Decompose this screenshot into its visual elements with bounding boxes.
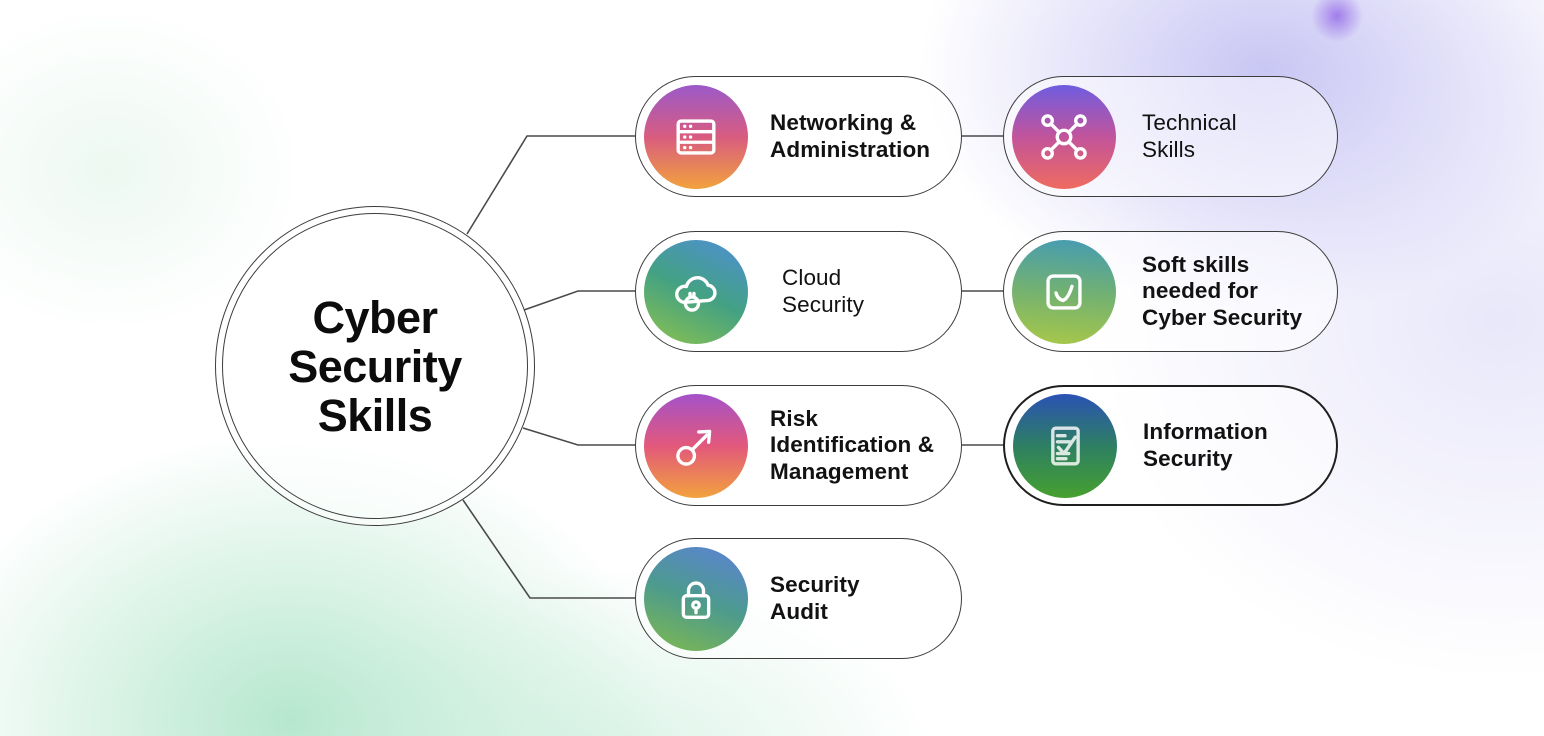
checkbox-check-icon [1012, 239, 1116, 344]
connector-hub-audit [462, 499, 636, 599]
node-label-networking: Networking & Administration [770, 110, 931, 162]
node-label-technical: Technical Skills [1142, 110, 1237, 162]
document-check-icon [1013, 393, 1117, 498]
node-networking-administration: Networking & Administration [635, 76, 962, 197]
hub-circle: Cyber Security Skills [215, 206, 535, 526]
arrow-up-right-icon [644, 393, 748, 498]
server-rack-icon [644, 84, 748, 189]
node-security-audit: Security Audit [635, 538, 962, 659]
node-label-information: Information Security [1143, 419, 1268, 471]
diagram-title: Cyber Security Skills [288, 291, 462, 441]
node-label-soft-skills: Soft skills needed for Cyber Security [1142, 251, 1303, 330]
node-soft-skills: Soft skills needed for Cyber Security [1003, 231, 1338, 352]
connector-hub-cloud [523, 290, 636, 311]
cloud-lock-icon [644, 239, 748, 344]
node-information-security: Information Security [1003, 385, 1338, 506]
node-label-risk: Risk Identification & Management [770, 405, 935, 484]
node-label-audit: Security Audit [770, 572, 860, 624]
hub-inner-ring: Cyber Security Skills [222, 213, 528, 519]
node-risk-identification: Risk Identification & Management [635, 385, 962, 506]
connector-hub-risk [522, 427, 636, 446]
node-cloud-security: Cloud Security [635, 231, 962, 352]
connector-hub-networking [466, 135, 636, 235]
padlock-icon [644, 546, 748, 651]
node-label-cloud: Cloud Security [782, 265, 865, 317]
node-technical-skills: Technical Skills [1003, 76, 1338, 197]
network-nodes-icon [1012, 84, 1116, 189]
